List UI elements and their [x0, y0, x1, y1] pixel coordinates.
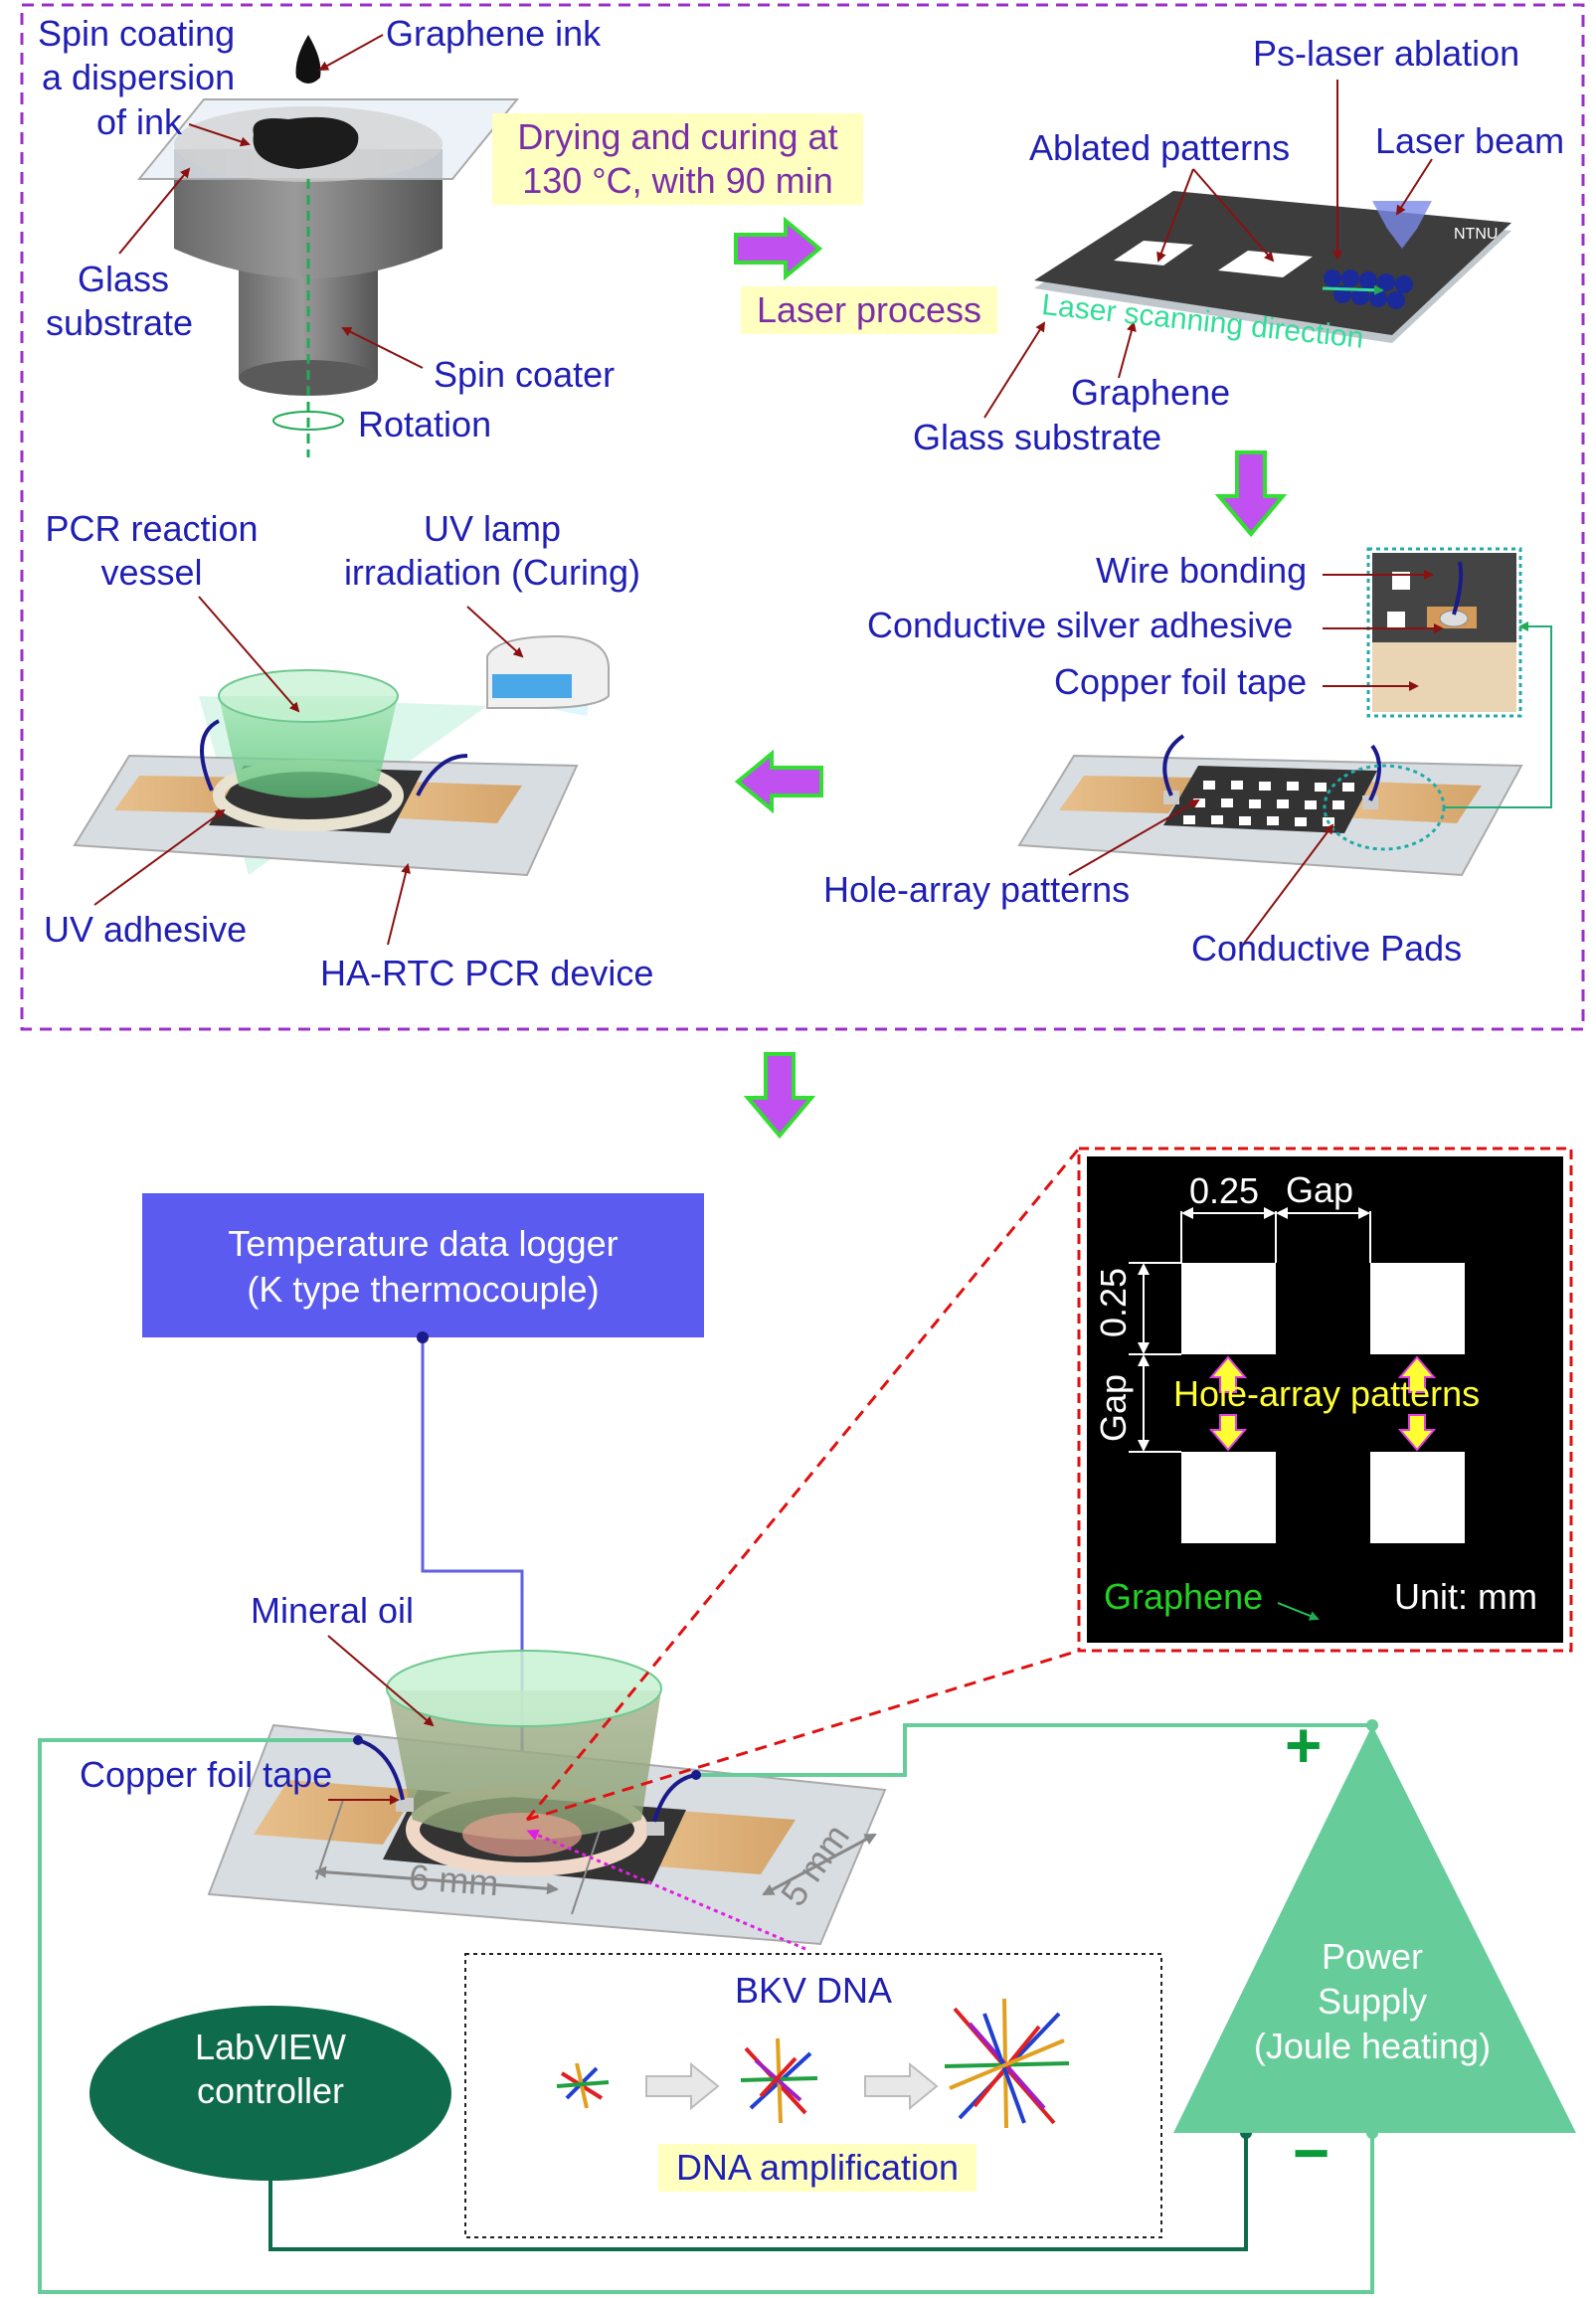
zoom-line [526, 1649, 1080, 1822]
laser-beam-label: Laser beam [1375, 120, 1565, 161]
copper-foil-label-top: Copper foil tape [1054, 661, 1308, 702]
wire-plus [696, 1723, 1372, 1777]
inset-dim-top: 0.25 [1189, 1170, 1260, 1211]
uv-lamp-label-1: UV lamp [423, 508, 562, 549]
spin-coating-label-3: of ink [96, 101, 183, 142]
spin-coating-label-1: Spin coating [38, 13, 236, 54]
inset-hole-array-label: Hole-array patterns [1173, 1373, 1481, 1414]
labview-controller-ellipse [89, 2006, 451, 2181]
leader-arrows-bottom [327, 1635, 435, 1805]
wire-minus-outer [38, 1738, 1374, 2294]
uv-lamp-label-2: irradiation (Curing) [343, 552, 641, 593]
glass-substrate-label-right: Glass substrate [913, 417, 1162, 457]
ps-laser-label: Ps-laser ablation [1253, 33, 1520, 74]
dna-step-arrows [645, 2061, 939, 2111]
leader-arrows-top [93, 34, 1444, 946]
hole-array-label: Hole-array patterns [823, 869, 1131, 910]
ablated-patterns-label: Ablated patterns [1029, 127, 1291, 168]
dna-cluster-small [556, 2062, 610, 2109]
spin-coater-illustration [136, 35, 520, 457]
labview-label-2: controller [196, 2070, 345, 2111]
dim-6mm-label: 6 mm [408, 1856, 500, 1904]
inset-gap-side: Gap [1093, 1373, 1134, 1442]
copper-foil-label-bottom: Copper foil tape [80, 1754, 333, 1795]
arrow-left-device [734, 749, 823, 814]
inset-background [1087, 1156, 1563, 1643]
drying-label-1: Drying and curing at [517, 116, 838, 157]
inset-unit-label: Unit: mm [1394, 1576, 1537, 1617]
process-frame [20, 3, 1585, 1031]
rotation-label: Rotation [358, 404, 492, 444]
inset-pointer-arrows [1208, 1355, 1437, 1452]
pcr-device-illustration [207, 1650, 887, 1946]
minus-sign: − [1293, 2117, 1330, 2189]
ntnu-label: NTNU [1454, 226, 1499, 243]
spin-coating-label-2: a dispersion [42, 57, 236, 97]
mineral-oil-label: Mineral oil [251, 1590, 415, 1631]
dna-cluster-medium [740, 2037, 818, 2124]
inset-dim-side: 0.25 [1093, 1267, 1134, 1337]
arrow-right-laser [734, 216, 823, 281]
bkv-dna-label: BKV DNA [734, 1970, 893, 2011]
arrow-down-right [1214, 450, 1288, 538]
wire-bonding-label: Wire bonding [1096, 550, 1308, 591]
inset-gap-top: Gap [1286, 1169, 1354, 1210]
zoom-line [525, 1148, 1081, 1821]
conductive-silver-label: Conductive silver adhesive [867, 605, 1294, 645]
graphene-label-top: Graphene [1071, 372, 1231, 413]
dna-amplification-box [464, 1953, 1162, 2238]
glass-substrate-label-2: substrate [46, 302, 194, 343]
spin-coater-label: Spin coater [434, 354, 616, 395]
pcr-vessel-label-2: vessel [100, 552, 203, 593]
conductive-pads-label: Conductive Pads [1191, 928, 1463, 969]
drying-label-2: 130 °C, with 90 min [522, 160, 833, 201]
dna-cluster-large [944, 1998, 1070, 2129]
arrow-down-center [743, 1052, 816, 1140]
inset-holes [1181, 1263, 1465, 1543]
data-logger-box [142, 1193, 704, 1337]
data-logger-label-1: Temperature data logger [228, 1223, 619, 1264]
power-supply-triangle [1173, 1725, 1576, 2133]
dna-pointer [526, 1829, 806, 1951]
ha-rtc-label: HA-RTC PCR device [320, 953, 654, 993]
drying-label-box: Drying and curing at 130 °C, with 90 min [492, 113, 863, 205]
power-supply-label-2: Supply [1317, 1981, 1428, 2022]
inset-frame [1077, 1147, 1573, 1653]
laser-process-label: Laser process [741, 286, 997, 334]
power-supply-label-1: Power [1321, 1936, 1424, 1977]
plus-sign: + [1285, 1709, 1323, 1781]
labview-label-1: LabVIEW [194, 2027, 347, 2067]
wire-controller [268, 2133, 1248, 2251]
uv-curing-illustration [73, 634, 610, 877]
graphene-ink-label: Graphene ink [386, 13, 602, 54]
data-logger-label-2: (K type thermocouple) [247, 1269, 600, 1310]
hole-array-device-illustration [1017, 621, 1552, 877]
glass-substrate-label-1: Glass [78, 259, 170, 299]
uv-adhesive-label: UV adhesive [44, 909, 248, 950]
pcr-vessel-label-1: PCR reaction [45, 508, 259, 549]
power-supply-label-3: (Joule heating) [1253, 2026, 1492, 2066]
inset-dimensions [1129, 1207, 1371, 1453]
inset-graphene-label: Graphene [1104, 1576, 1264, 1617]
dna-amplification-label: DNA amplification [658, 2144, 976, 2192]
laser-ablation-illustration [1034, 191, 1511, 343]
